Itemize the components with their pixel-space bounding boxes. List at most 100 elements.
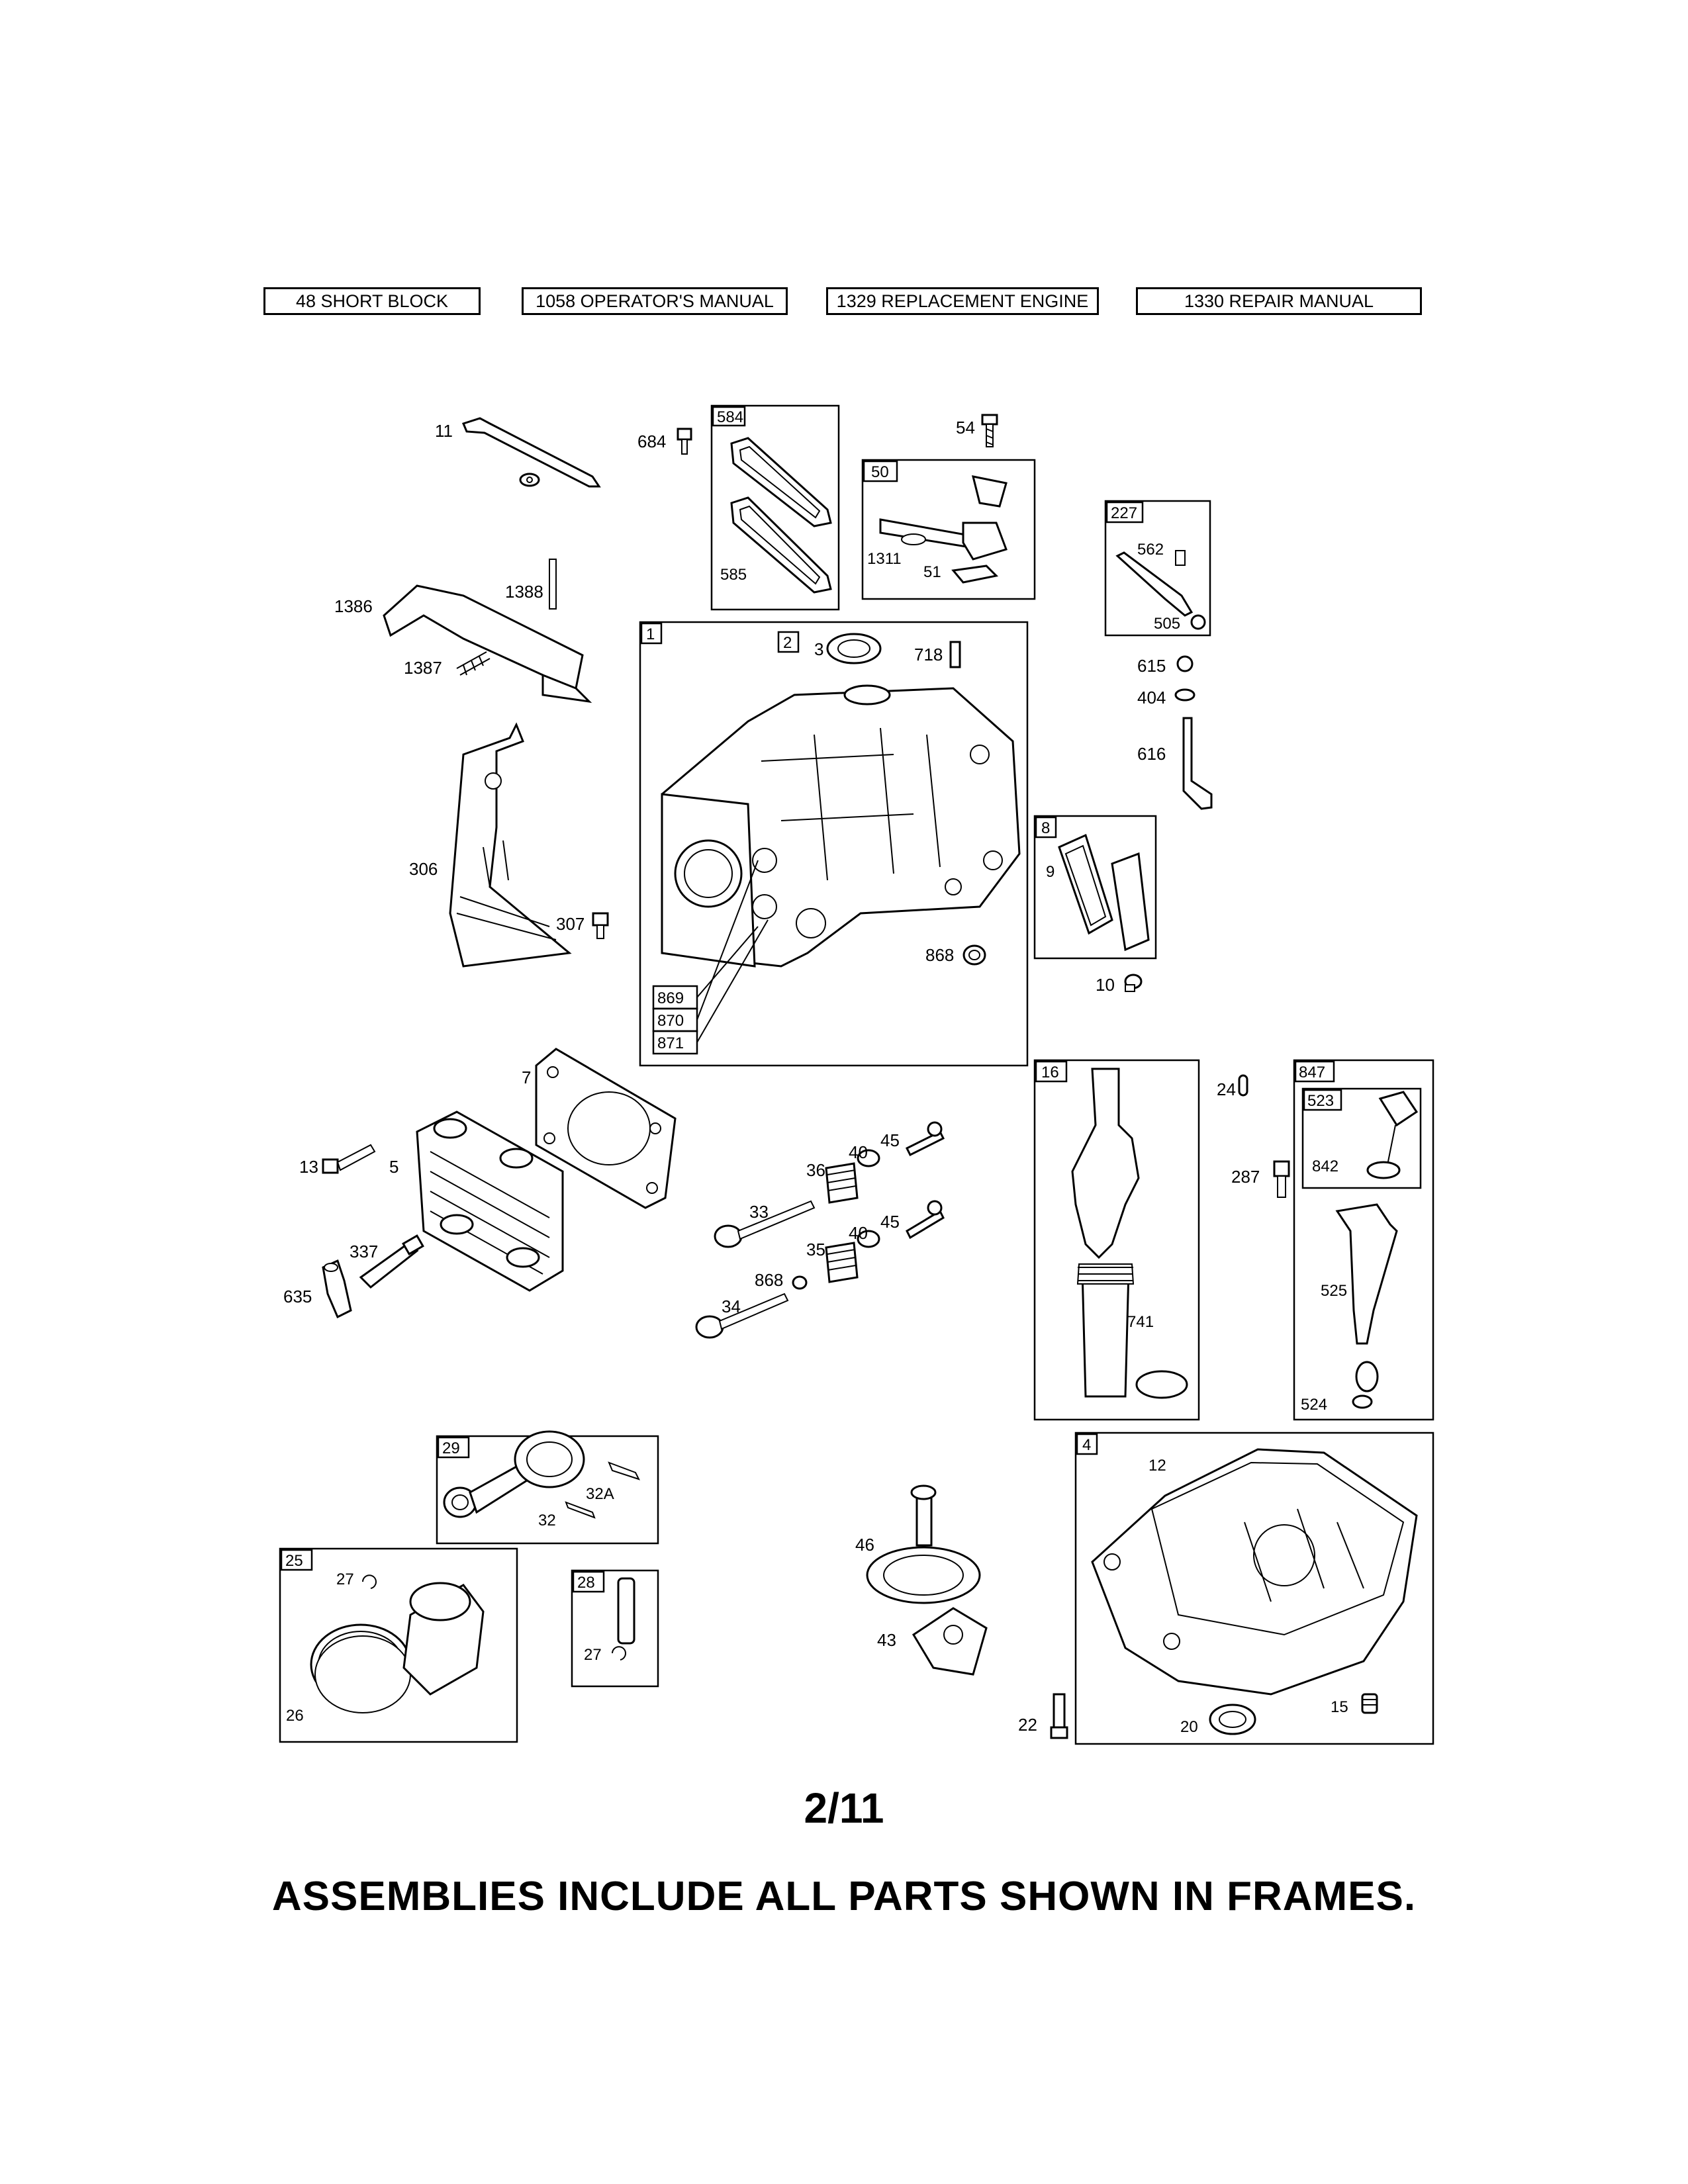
frame-8-tag [1035, 816, 1057, 839]
frame-4 [1074, 1432, 1434, 1745]
air-guide-306-part [449, 722, 572, 968]
frame-584-tag-label: 584 [717, 408, 743, 426]
label-12: 12 [1149, 1457, 1166, 1475]
label-32: 32 [538, 1512, 556, 1529]
governor-shaft-parts [1174, 655, 1213, 810]
bolt-13-part [322, 1144, 376, 1174]
label-34: 34 [722, 1297, 741, 1316]
label-40-lower: 40 [849, 1223, 868, 1243]
seal-20-part [1209, 1704, 1256, 1735]
frame-50-tag-label: 50 [871, 463, 889, 481]
label-15: 15 [1331, 1698, 1348, 1716]
frame-25-tag-label: 25 [285, 1552, 303, 1570]
label-11: 11 [435, 421, 453, 441]
dipstick-part [1335, 1091, 1419, 1409]
page-number: 2/11 [804, 1784, 884, 1832]
bolt-54-part [981, 414, 998, 447]
frame-29-tag [437, 1436, 470, 1459]
ref-short-block: 48 SHORT BLOCK [263, 287, 481, 315]
label-7: 7 [522, 1068, 531, 1087]
label-616: 616 [1137, 744, 1166, 764]
frame-29-tag-label: 29 [442, 1439, 460, 1457]
frame-1-tag-label: 1 [646, 625, 655, 643]
frame-847-tag-label: 847 [1299, 1064, 1325, 1081]
sump-part [1091, 1448, 1418, 1696]
cylinder-head-5-part [416, 1111, 564, 1292]
cylinder-block-part [661, 684, 1021, 968]
frame-1-block [639, 621, 1029, 1067]
terminal-635-part [322, 1259, 352, 1319]
frame-584-tag [712, 406, 746, 427]
valve-34-part [695, 1293, 789, 1339]
label-43: 43 [877, 1630, 896, 1650]
label-869: 869 [657, 989, 684, 1007]
screw-287-part [1273, 1160, 1290, 1198]
frame-25 [279, 1547, 518, 1743]
connecting-rod-part [443, 1430, 640, 1519]
piston-pin-part [612, 1577, 635, 1661]
label-45-upper: 45 [880, 1130, 900, 1150]
screw-10-part [1124, 974, 1143, 992]
label-46: 46 [855, 1535, 874, 1555]
frame-847-tag [1294, 1060, 1335, 1083]
bolt-22-part [1050, 1693, 1068, 1739]
breather-cover-part [1058, 833, 1150, 952]
label-404: 404 [1137, 688, 1166, 707]
label-24: 24 [1217, 1079, 1236, 1099]
footer-note: ASSEMBLIES INCLUDE ALL PARTS SHOWN IN FR… [271, 1874, 1417, 1919]
frame-28-tag [572, 1570, 605, 1593]
frame-8-tag-label: 8 [1041, 819, 1050, 837]
label-51: 51 [923, 563, 941, 581]
frame-50-tag [863, 460, 898, 482]
label-33: 33 [749, 1202, 769, 1222]
frame-28-tag-label: 28 [577, 1574, 595, 1592]
label-868-block: 868 [925, 945, 954, 965]
label-337: 337 [350, 1242, 378, 1261]
frame-869-stack [652, 860, 769, 1055]
frame-227 [1104, 500, 1211, 637]
label-525: 525 [1321, 1282, 1347, 1300]
pin-24-part [1238, 1074, 1248, 1097]
frame-16-tag [1035, 1060, 1068, 1083]
label-1387: 1387 [404, 658, 442, 678]
frame-523-tag [1303, 1089, 1342, 1111]
plug-15-part [1361, 1693, 1378, 1714]
frame-523 [1301, 1087, 1422, 1189]
label-32A: 32A [586, 1485, 614, 1503]
screw-684-part [677, 428, 692, 455]
label-842: 842 [1312, 1158, 1338, 1175]
frame-50 [861, 459, 1036, 600]
label-5: 5 [389, 1157, 399, 1177]
frame-227-tag-label: 227 [1111, 504, 1137, 522]
label-26: 26 [286, 1707, 304, 1725]
frame-28 [571, 1569, 659, 1688]
ref-operators-manual: 1058 OPERATOR'S MANUAL [522, 287, 788, 315]
plug-868-part [962, 944, 986, 966]
frame-847 [1293, 1059, 1434, 1421]
frame-16 [1033, 1059, 1200, 1421]
label-1388: 1388 [505, 582, 543, 602]
frame-1-tag [640, 622, 663, 645]
gasket-584-part [730, 437, 832, 594]
label-870: 870 [657, 1012, 684, 1030]
governor-lever-part [1115, 550, 1206, 630]
label-562: 562 [1137, 541, 1164, 559]
label-615: 615 [1137, 656, 1166, 676]
seal-3-part [826, 633, 882, 664]
label-287: 287 [1231, 1167, 1260, 1187]
label-1386: 1386 [334, 596, 373, 616]
label-585: 585 [720, 566, 747, 584]
head-gasket-7-part [535, 1048, 677, 1209]
label-54: 54 [956, 418, 975, 437]
frame-4-tag-label: 4 [1082, 1436, 1091, 1454]
piston-rings-part [310, 1574, 485, 1713]
label-871: 871 [657, 1034, 684, 1052]
ref-replacement-engine: 1329 REPLACEMENT ENGINE [826, 287, 1099, 315]
governor-rod-part [461, 417, 601, 488]
label-741: 741 [1127, 1313, 1154, 1331]
label-40-upper: 40 [849, 1142, 868, 1162]
camshaft-46-part [866, 1484, 981, 1604]
label-36: 36 [806, 1160, 825, 1180]
label-1311: 1311 [867, 550, 902, 568]
